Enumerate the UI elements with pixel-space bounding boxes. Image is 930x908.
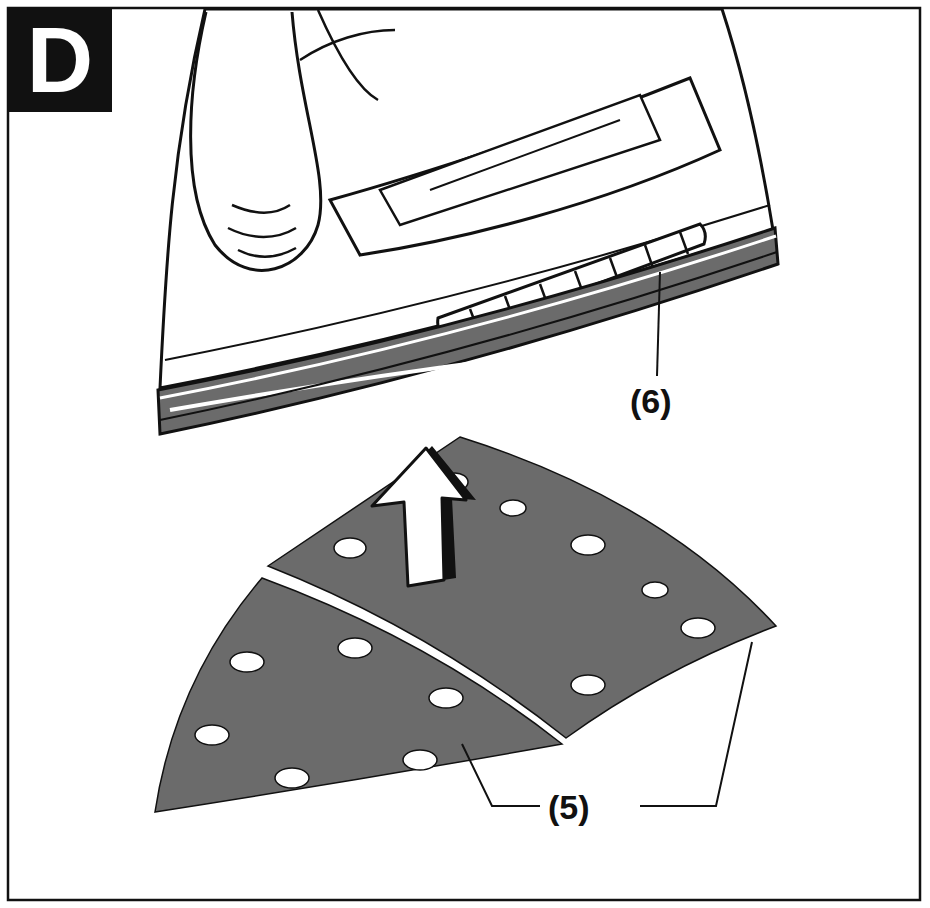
figure-letter: D: [27, 14, 93, 106]
base-layer: [160, 252, 777, 420]
base-highlight: [160, 236, 776, 398]
sanding-sheet: [155, 578, 562, 812]
lift-arrow: [372, 448, 466, 586]
switch-panel: [380, 95, 660, 225]
figure-frame: [8, 8, 920, 900]
motor-dome: [191, 12, 321, 270]
panel-letter-box: D: [8, 8, 112, 112]
housing-contour: [300, 10, 395, 100]
leader-line: [640, 642, 752, 806]
grip-ridges: [228, 205, 296, 257]
leader-line: [657, 272, 660, 376]
housing-panel: [330, 78, 720, 255]
callout-number: (6): [630, 384, 672, 418]
base-groove: [170, 352, 560, 410]
callout-number: (5): [548, 790, 590, 824]
panel-line: [430, 120, 620, 190]
base-plate: [158, 228, 778, 434]
dust-holes: [195, 473, 715, 788]
leader-line: [462, 744, 540, 806]
